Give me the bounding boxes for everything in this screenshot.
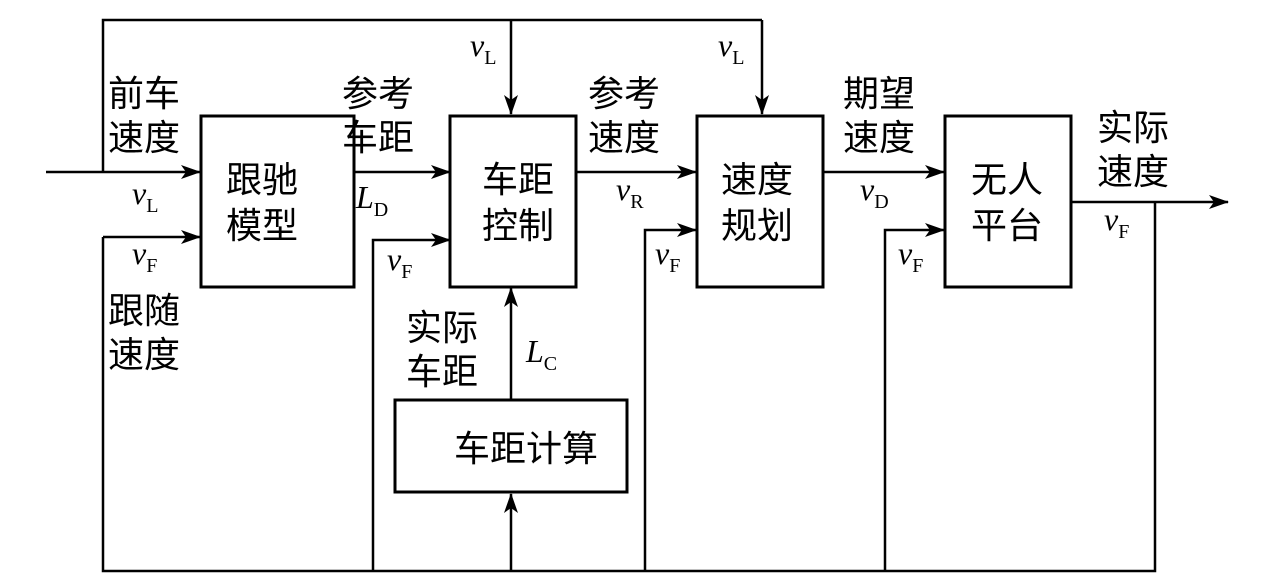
- block-platform: 无人 平台: [943, 114, 1073, 289]
- block-following-model-line2: 模型: [226, 206, 298, 247]
- block-distance-control-line1: 车距: [482, 160, 554, 201]
- block-speed-planning-frame: [695, 114, 825, 289]
- arrow-vF-to-distance-control: [371, 233, 451, 571]
- symbol-vF-distance-control: vF: [387, 241, 412, 283]
- block-distance-calc-frame: [393, 398, 629, 494]
- label-follower-speed-line1: 跟随: [108, 291, 180, 332]
- block-platform-line1: 无人: [971, 160, 1043, 201]
- block-distance-calc: 车距计算: [393, 398, 629, 494]
- symbol-vF-output: vF: [1104, 201, 1129, 243]
- arrow-vF-to-speed-planning: [643, 223, 697, 571]
- label-desired-speed-line2: 速度: [843, 118, 915, 159]
- symbol-vD: vD: [860, 171, 889, 213]
- label-actual-distance-line2: 车距: [406, 352, 478, 393]
- signal-labels: 前车 速度 跟随 速度 参考 车距 参考 速度 期望 速度 实际 速度 实际 车…: [108, 74, 1169, 393]
- symbol-vF-speed-planning: vF: [655, 235, 680, 277]
- wire-feedback-loop: [101, 202, 1157, 573]
- symbol-vL-top-1: vL: [470, 27, 496, 69]
- label-reference-speed-line1: 参考: [588, 74, 660, 115]
- block-following-model: 跟驰 模型: [199, 114, 356, 289]
- block-speed-planning: 速度 规划: [695, 114, 825, 289]
- label-leader-speed-line2: 速度: [108, 118, 180, 159]
- arrow-vF-to-platform: [883, 223, 945, 571]
- block-distance-control-frame: [448, 114, 578, 289]
- symbol-vF-following-model: vF: [132, 235, 157, 277]
- symbol-LC: LC: [525, 333, 557, 375]
- label-actual-distance-line1: 实际: [406, 308, 478, 349]
- signal-symbols: vL vL vL vF LD vF vR vF vD vF vF LC: [132, 27, 1129, 375]
- symbol-vF-platform: vF: [898, 235, 923, 277]
- label-actual-speed-line1: 实际: [1097, 108, 1169, 149]
- label-reference-distance-line1: 参考: [342, 74, 414, 115]
- block-distance-control: 车距 控制: [448, 114, 578, 289]
- wire-leader-speed-top: [101, 18, 762, 172]
- block-platform-line2: 平台: [971, 206, 1043, 247]
- symbol-vL-input: vL: [132, 175, 158, 217]
- label-desired-speed-line1: 期望: [843, 74, 915, 115]
- label-follower-speed-line2: 速度: [108, 335, 180, 376]
- block-speed-planning-line2: 规划: [721, 206, 793, 247]
- label-actual-speed-line2: 速度: [1097, 152, 1169, 193]
- symbol-vL-top-2: vL: [718, 27, 744, 69]
- block-following-model-line1: 跟驰: [226, 160, 298, 201]
- block-distance-control-line2: 控制: [482, 206, 554, 247]
- label-leader-speed-line1: 前车: [108, 74, 180, 115]
- label-reference-speed-line2: 速度: [588, 118, 660, 159]
- block-distance-calc-label: 车距计算: [454, 429, 598, 470]
- wires: [46, 18, 1229, 573]
- block-following-model-frame: [199, 114, 356, 289]
- block-platform-frame: [943, 114, 1073, 289]
- block-speed-planning-line1: 速度: [721, 160, 793, 201]
- symbol-LD: LD: [355, 179, 388, 221]
- label-reference-distance-line2: 车距: [342, 118, 414, 159]
- symbol-vR: vR: [616, 171, 644, 213]
